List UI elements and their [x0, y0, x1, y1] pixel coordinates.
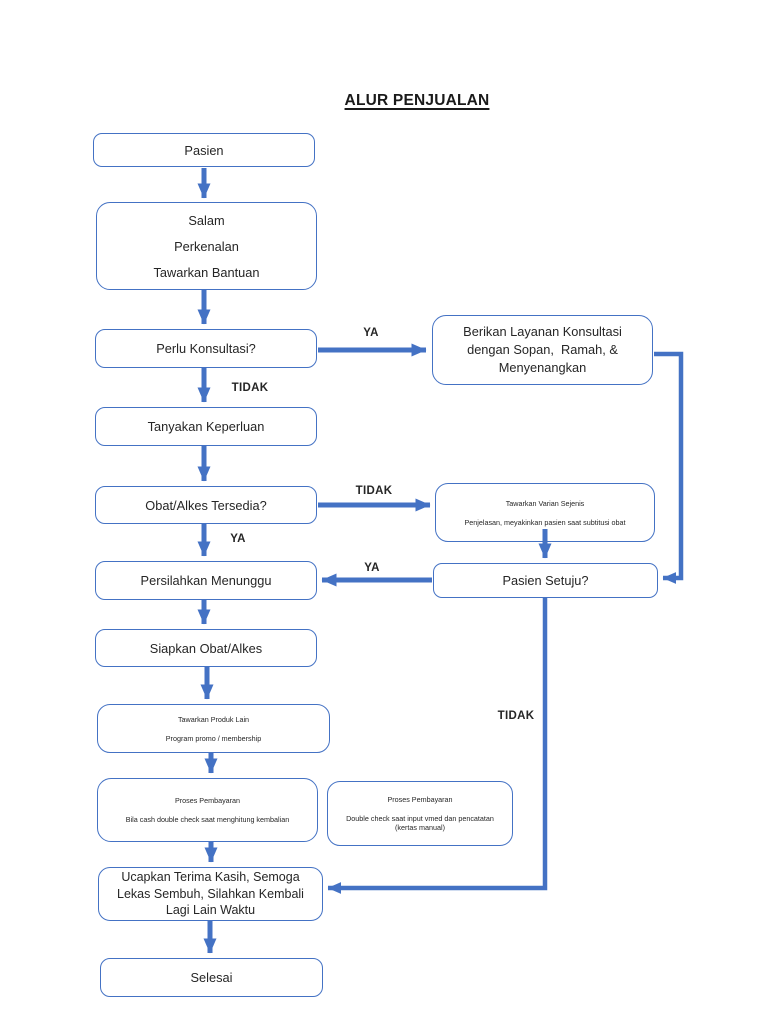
node-persilahkan-menunggu: Persilahkan Menunggu [95, 561, 317, 600]
node-tanyakan-keperluan: Tanyakan Keperluan [95, 407, 317, 446]
node-selesai-text: Selesai [190, 970, 233, 985]
node-obat-tersedia: Obat/Alkes Tersedia? [95, 486, 317, 524]
node-pasien: Pasien [93, 133, 315, 167]
node-tawarkan-produk-line1: Tawarkan Produk Lain [177, 714, 250, 724]
node-tawarkan-varian-line1: Tawarkan Varian Sejenis [505, 498, 585, 508]
node-proses-pembayaran-input-paragraph: Double check saat input vmed dan pencata… [346, 814, 494, 832]
node-proses-pembayaran-cash: Proses Pembayaran Bila cash double check… [97, 778, 318, 842]
node-pasien-text: Pasien [184, 142, 224, 158]
edge-label-ya-tersedia: YA [230, 533, 246, 545]
node-siapkan-obat-text: Siapkan Obat/Alkes [149, 640, 263, 656]
node-proses-pembayaran-cash-line2: Bila cash double check saat menghitung k… [125, 815, 290, 824]
node-berikan-layanan-line2: dengan Sopan, Ramah, & [467, 342, 618, 357]
node-proses-pembayaran-input-line2: Double check saat input vmed dan pencata… [346, 814, 494, 823]
node-tawarkan-produk: Tawarkan Produk Lain Program promo / mem… [97, 704, 330, 753]
node-tawarkan-produk-line2: Program promo / membership [165, 733, 262, 743]
edge-label-ya-konsultasi: YA [363, 327, 379, 339]
node-tawarkan-varian: Tawarkan Varian Sejenis Penjelasan, meya… [435, 483, 655, 542]
node-selesai: Selesai [100, 958, 323, 997]
node-persilahkan-menunggu-text: Persilahkan Menunggu [140, 573, 272, 588]
node-salam-line1: Salam [188, 212, 225, 228]
node-ucapkan-terima-kasih: Ucapkan Terima Kasih, Semoga Lekas Sembu… [98, 867, 323, 921]
edge-label-ya-setuju: YA [364, 562, 380, 574]
node-salam-line3: Tawarkan Bantuan [153, 264, 260, 280]
node-proses-pembayaran-cash-line1: Proses Pembayaran [174, 796, 241, 805]
node-berikan-layanan-line1: Berikan Layanan Konsultasi [463, 324, 622, 339]
node-perlu-konsultasi: Perlu Konsultasi? [95, 329, 317, 368]
node-berikan-layanan: Berikan Layanan Konsultasi dengan Sopan,… [432, 315, 653, 385]
node-proses-pembayaran-input: Proses Pembayaran Double check saat inpu… [327, 781, 513, 846]
edge-label-tidak-tersedia: TIDAK [355, 485, 393, 497]
page-title: ALUR PENJUALAN [344, 92, 490, 109]
node-tawarkan-varian-line2: Penjelasan, meyakinkan pasien saat subti… [464, 517, 626, 527]
node-tanyakan-keperluan-text: Tanyakan Keperluan [147, 419, 265, 434]
node-obat-tersedia-text: Obat/Alkes Tersedia? [145, 497, 267, 513]
node-pasien-setuju: Pasien Setuju? [433, 563, 658, 598]
node-siapkan-obat: Siapkan Obat/Alkes [95, 629, 317, 667]
node-pasien-setuju-text: Pasien Setuju? [502, 573, 589, 588]
edge-label-tidak-setuju: TIDAK [497, 710, 535, 722]
node-salam: Salam Perkenalan Tawarkan Bantuan [96, 202, 317, 290]
node-ucapkan-line2: Lekas Sembuh, Silahkan Kembali [117, 886, 304, 901]
arrow-berikan-to-pasien-setuju [654, 351, 684, 584]
node-perlu-konsultasi-text: Perlu Konsultasi? [156, 341, 256, 356]
node-ucapkan-line1: Ucapkan Terima Kasih, Semoga [121, 870, 300, 885]
node-salam-line2: Perkenalan [174, 238, 239, 254]
node-proses-pembayaran-input-line3: (kertas manual) [395, 823, 445, 832]
node-berikan-layanan-line3: Menyenangkan [498, 360, 587, 375]
node-ucapkan-line3: Lagi Lain Waktu [165, 903, 256, 918]
node-proses-pembayaran-input-line1: Proses Pembayaran [387, 795, 453, 804]
edge-label-tidak-konsultasi: TIDAK [231, 382, 269, 394]
